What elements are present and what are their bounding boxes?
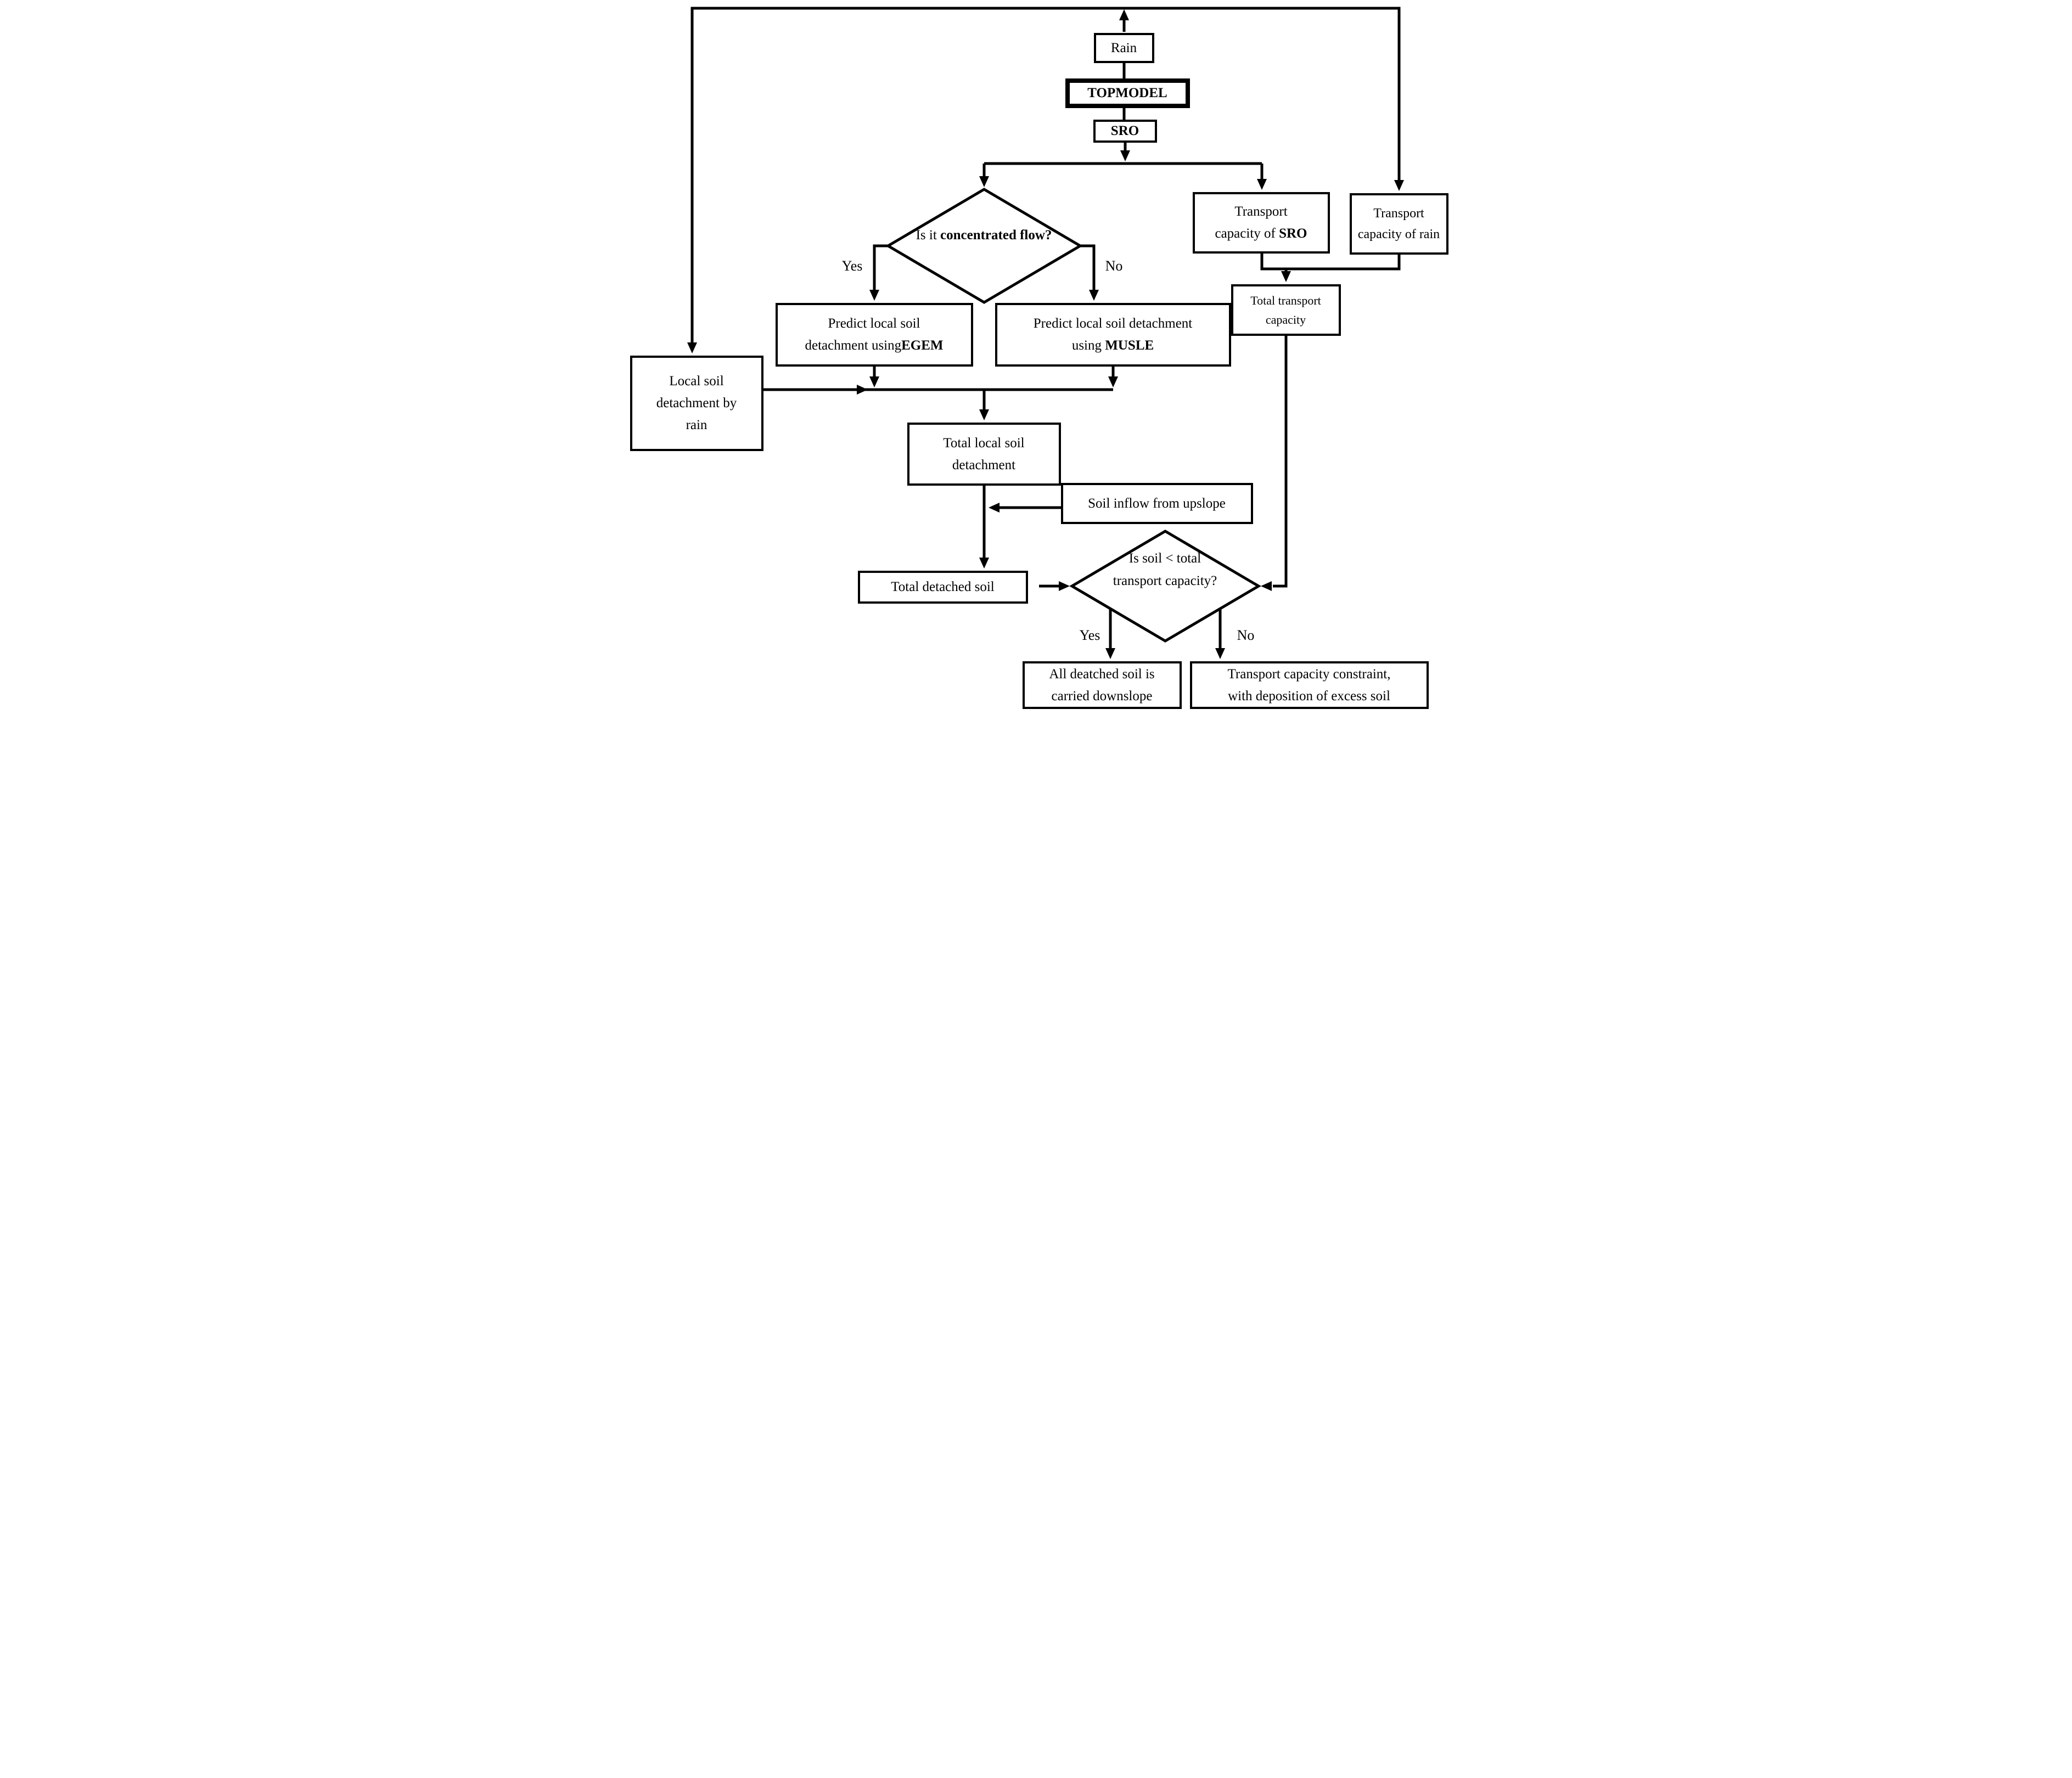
node-capacity-constraint: Transport capacity constraint, with depo… bbox=[1189, 661, 1429, 709]
arrow-into-allcarried bbox=[1105, 648, 1115, 659]
node-total-transport-line2: capacity bbox=[1265, 313, 1306, 327]
edge-flow-yes bbox=[873, 244, 888, 291]
node-rain-label: Rain bbox=[1110, 40, 1137, 55]
arrow-musle-merge bbox=[1108, 376, 1118, 387]
node-predict-egem-line1: Predict local soil bbox=[828, 316, 920, 331]
arrow-rain-up bbox=[1119, 9, 1129, 20]
node-transport-sro-line1: Transport bbox=[1234, 204, 1288, 219]
arrow-into-constraint bbox=[1215, 648, 1225, 659]
arrow-into-localrain bbox=[687, 342, 697, 353]
edge-label-flow-yes: Yes bbox=[841, 258, 863, 274]
node-rain: Rain bbox=[1093, 33, 1154, 63]
node-all-carried: All deatched soil is carried downslope bbox=[1022, 661, 1182, 709]
arrow-into-diamond1 bbox=[979, 176, 989, 187]
node-predict-egem-line2: detachment usingEGEM bbox=[805, 338, 944, 353]
node-predict-musle: Predict local soil detachment using MUSL… bbox=[995, 303, 1231, 367]
edge-label-capacity-no: No bbox=[1237, 627, 1255, 643]
decision-capacity-line1: Is soil < total bbox=[1128, 551, 1201, 566]
flowchart-canvas: Rain TOPMODEL SRO Predict local soil det… bbox=[621, 0, 1451, 711]
decision-flow-label: Is it concentrated flow? bbox=[916, 224, 1053, 246]
node-soil-inflow-label: Soil inflow from upslope bbox=[1088, 496, 1226, 511]
arrow-into-srocap bbox=[1256, 179, 1267, 190]
arrow-into-egem bbox=[869, 290, 879, 301]
node-topmodel-label: TOPMODEL bbox=[1087, 86, 1167, 100]
node-local-rain-line2: detachment by bbox=[656, 396, 737, 410]
node-capacity-constraint-line1: Transport capacity constraint, bbox=[1227, 666, 1391, 682]
arrow-into-diamond2-right bbox=[1260, 581, 1272, 591]
arrow-into-transportrain bbox=[1394, 180, 1404, 191]
arrow-soilinflow-left bbox=[988, 503, 999, 513]
node-local-rain: Local soil detachment by rain bbox=[630, 356, 763, 451]
node-predict-musle-line2: using MUSLE bbox=[1071, 338, 1154, 353]
edge-label-capacity-yes: Yes bbox=[1079, 627, 1100, 643]
decision-flow-label-bold: concentrated flow? bbox=[940, 228, 1052, 243]
decision-capacity-diamond bbox=[1069, 530, 1261, 643]
node-all-carried-line1: All deatched soil is bbox=[1049, 666, 1155, 682]
node-total-local-line2: detachment bbox=[952, 457, 1016, 472]
arrowheads bbox=[687, 9, 1404, 659]
edge-topline bbox=[690, 7, 1400, 346]
arrow-into-totaltransport bbox=[1281, 271, 1291, 282]
node-transport-sro: Transport capacity of SRO bbox=[1192, 192, 1330, 254]
node-transport-rain-line2: capacity of rain bbox=[1357, 227, 1440, 241]
arrow-egem-merge bbox=[869, 376, 879, 387]
edge-label-flow-no: No bbox=[1105, 258, 1123, 274]
node-total-transport: Total transport capacity bbox=[1231, 284, 1341, 336]
node-predict-musle-line1: Predict local soil detachment bbox=[1033, 316, 1193, 331]
node-total-detached: Total detached soil bbox=[857, 571, 1028, 604]
decision-capacity-label: Is soil < total transport capacity? bbox=[1088, 547, 1242, 593]
node-soil-inflow: Soil inflow from upslope bbox=[1060, 483, 1253, 524]
node-total-detached-label: Total detached soil bbox=[891, 579, 995, 594]
arrow-into-totallocal bbox=[979, 409, 989, 420]
edge-capacity-join bbox=[1260, 254, 1400, 272]
node-sro-label: SRO bbox=[1110, 123, 1139, 138]
arrow-into-totaldetached bbox=[979, 558, 989, 569]
node-local-rain-line1: Local soil bbox=[669, 374, 724, 389]
node-sro: SRO bbox=[1093, 120, 1157, 143]
node-transport-rain: Transport capacity of rain bbox=[1349, 193, 1448, 255]
arrow-merge-right bbox=[856, 385, 868, 395]
edge-totaltransport-diamond2 bbox=[1272, 336, 1287, 588]
decision-capacity-line2: transport capacity? bbox=[1113, 573, 1217, 589]
node-total-local: Total local soil detachment bbox=[907, 423, 1061, 486]
node-total-local-line1: Total local soil bbox=[943, 435, 1025, 451]
edge-flow-no bbox=[1080, 244, 1095, 291]
node-transport-sro-line2: capacity of SRO bbox=[1215, 226, 1307, 241]
arrow-into-musle bbox=[1088, 290, 1099, 301]
decision-flow-label-pre: Is it bbox=[916, 228, 941, 243]
node-predict-egem: Predict local soil detachment usingEGEM bbox=[775, 303, 973, 367]
node-topmodel: TOPMODEL bbox=[1065, 78, 1190, 108]
arrow-into-diamond2-left bbox=[1058, 581, 1070, 591]
node-all-carried-line2: carried downslope bbox=[1051, 688, 1153, 704]
arrow-sro-down bbox=[1120, 150, 1130, 161]
node-local-rain-line3: rain bbox=[686, 418, 707, 432]
node-transport-rain-line1: Transport bbox=[1373, 206, 1424, 221]
decision-flow-diamond bbox=[885, 188, 1083, 304]
node-total-transport-line1: Total transport bbox=[1250, 293, 1321, 307]
connector-lines bbox=[690, 7, 1400, 649]
node-capacity-constraint-line2: with deposition of excess soil bbox=[1228, 688, 1390, 704]
flow-wires bbox=[687, 7, 1404, 659]
